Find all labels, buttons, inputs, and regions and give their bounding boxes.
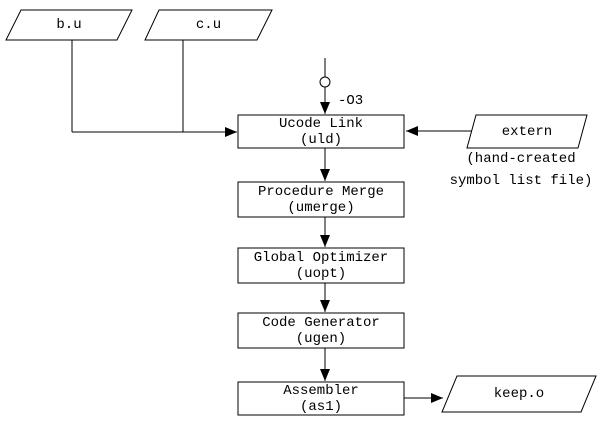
output-node-keepo-shape xyxy=(441,375,597,413)
stage-uld-title: Ucode Link xyxy=(278,115,363,132)
stage-ugen-subtitle: (ugen) xyxy=(295,330,347,347)
option-flag-label: -O3 xyxy=(338,93,364,109)
stage-box-uopt xyxy=(237,247,405,284)
stage-umerge-subtitle: (umerge) xyxy=(287,199,355,216)
stage-as1-subtitle: (as1) xyxy=(299,398,342,415)
stage-umerge-title: Procedure Merge xyxy=(257,183,385,200)
stage-box-uld xyxy=(237,114,405,149)
stage-as1-title: Assembler xyxy=(283,382,359,399)
stage-box-as1 xyxy=(237,381,405,416)
stage-box-ugen xyxy=(237,312,405,349)
input-node-bu-shape xyxy=(5,9,133,41)
input-node-bu-label: b.u xyxy=(56,17,82,33)
output-node-keepo-label: keep.o xyxy=(493,386,545,402)
extern-caption-line2: symbol list file) xyxy=(449,173,593,189)
stage-uopt-subtitle: (uopt) xyxy=(295,265,347,282)
stage-box-umerge xyxy=(237,181,405,218)
extern-node-label: extern xyxy=(501,123,553,140)
stage-uld-subtitle: (uld) xyxy=(299,131,342,148)
stage-uopt-title: Global Optimizer xyxy=(253,249,389,266)
stage-ugen-title: Code Generator xyxy=(262,314,380,331)
input-node-cu-label: c.u xyxy=(195,17,222,33)
extern-node-shape xyxy=(466,114,588,149)
option-circle xyxy=(319,76,331,88)
input-node-cu-shape xyxy=(144,9,273,41)
extern-caption-line1: (hand-created xyxy=(466,151,576,167)
